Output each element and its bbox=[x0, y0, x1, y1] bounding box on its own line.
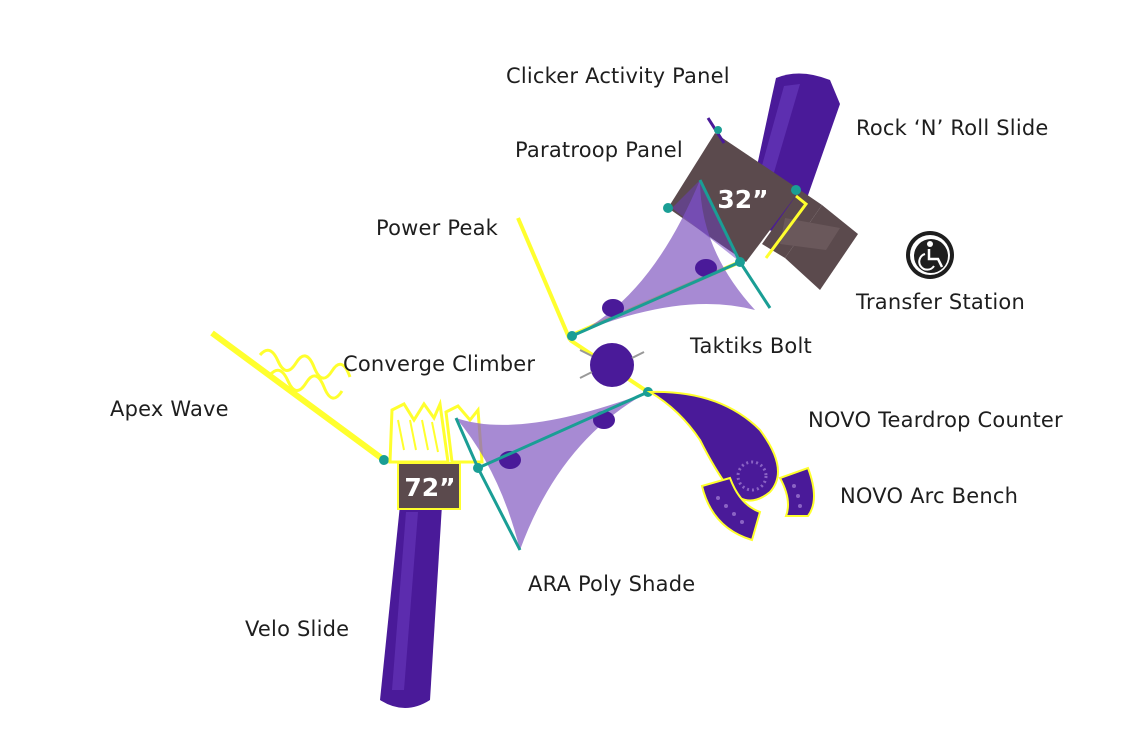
novo-teardrop-counter bbox=[646, 390, 779, 502]
label-taktiks-bolt: Taktiks Bolt bbox=[690, 334, 812, 358]
label-novo-teardrop-counter: NOVO Teardrop Counter bbox=[808, 408, 1063, 432]
lower-deck-height: 72” bbox=[404, 473, 455, 502]
upper-ara-poly-shade bbox=[571, 179, 772, 338]
label-ara-poly-shade: ARA Poly Shade bbox=[528, 572, 696, 596]
label-converge-climber: Converge Climber bbox=[343, 352, 536, 376]
upper-deck-height: 32” bbox=[717, 185, 768, 214]
label-clicker-activity-panel: Clicker Activity Panel bbox=[506, 64, 730, 88]
velo-slide bbox=[380, 505, 442, 708]
label-transfer-station: Transfer Station bbox=[856, 290, 1025, 314]
label-paratroop-panel: Paratroop Panel bbox=[515, 138, 683, 162]
label-power-peak: Power Peak bbox=[376, 216, 499, 240]
label-velo-slide: Velo Slide bbox=[245, 617, 350, 641]
lower-deck: 72” bbox=[397, 462, 461, 510]
apex-wave bbox=[210, 330, 389, 465]
clicker-activity-panel bbox=[706, 117, 726, 144]
novo-arc-bench bbox=[700, 466, 815, 542]
label-rock-n-roll-slide: Rock ‘N’ Roll Slide bbox=[856, 116, 1049, 140]
label-novo-arc-bench: NOVO Arc Bench bbox=[840, 484, 1019, 508]
wheelchair-accessible-icon bbox=[906, 231, 954, 279]
taktiks-bolt bbox=[579, 343, 645, 387]
lower-ara-poly-shade bbox=[454, 185, 801, 551]
label-apex-wave: Apex Wave bbox=[110, 397, 229, 421]
